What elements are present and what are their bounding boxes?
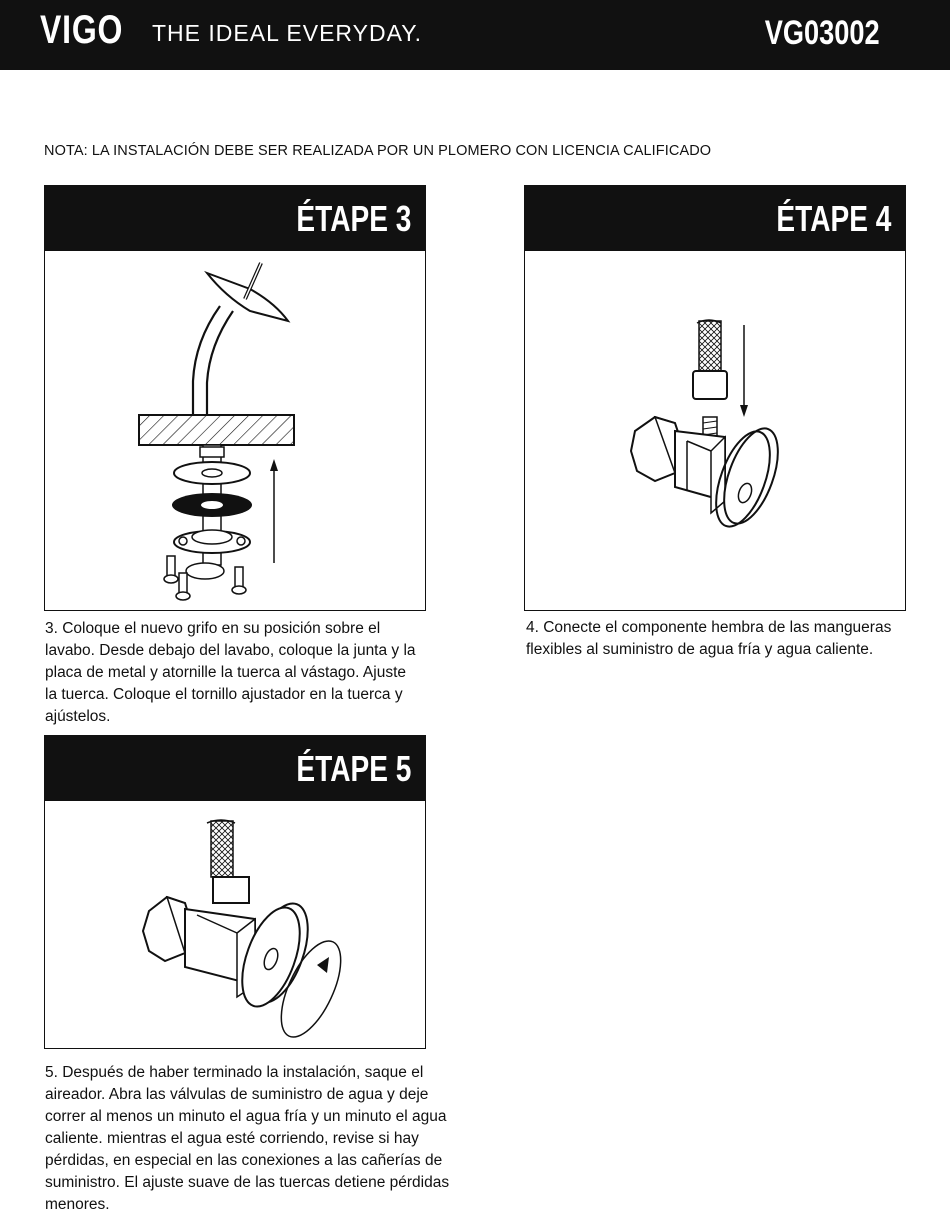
step-5-caption: 5. Después de haber terminado la instala… xyxy=(45,1064,450,1213)
step-4-header: ÉTAPE 4 xyxy=(525,186,905,251)
open-supply-valve-illustration xyxy=(141,819,342,1038)
supply-hose-connection-illustration xyxy=(629,319,779,528)
model-number: VG03002 xyxy=(765,14,880,52)
step-4-panel: ÉTAPE 4 xyxy=(524,185,906,611)
step-5-header: ÉTAPE 5 xyxy=(45,736,425,801)
step-3-header: ÉTAPE 3 xyxy=(45,186,425,251)
step-3-caption: 3. Coloque el nuevo grifo en su posición… xyxy=(45,620,416,725)
brand-tagline: THE IDEAL EVERYDAY. xyxy=(152,20,422,46)
faucet-mounting-illustration xyxy=(138,262,295,601)
step-3-title: ÉTAPE 3 xyxy=(296,198,411,239)
step-3-illustration xyxy=(45,251,425,610)
header-bar: VIGO THE IDEAL EVERYDAY. VG03002 xyxy=(0,0,950,70)
installation-note: NOTA: LA INSTALACIÓN DEBE SER REALIZADA … xyxy=(44,143,712,159)
step-5-panel: ÉTAPE 5 xyxy=(44,735,426,1049)
step-3-panel: ÉTAPE 3 xyxy=(44,185,426,611)
step-5-title: ÉTAPE 5 xyxy=(296,748,411,789)
step-4-title: ÉTAPE 4 xyxy=(776,198,891,239)
step-4-caption: 4. Conecte el componente hembra de las m… xyxy=(526,619,892,658)
step-5-illustration xyxy=(45,801,425,1048)
step-4-illustration xyxy=(525,251,905,610)
brand-logo: VIGO xyxy=(40,8,124,52)
